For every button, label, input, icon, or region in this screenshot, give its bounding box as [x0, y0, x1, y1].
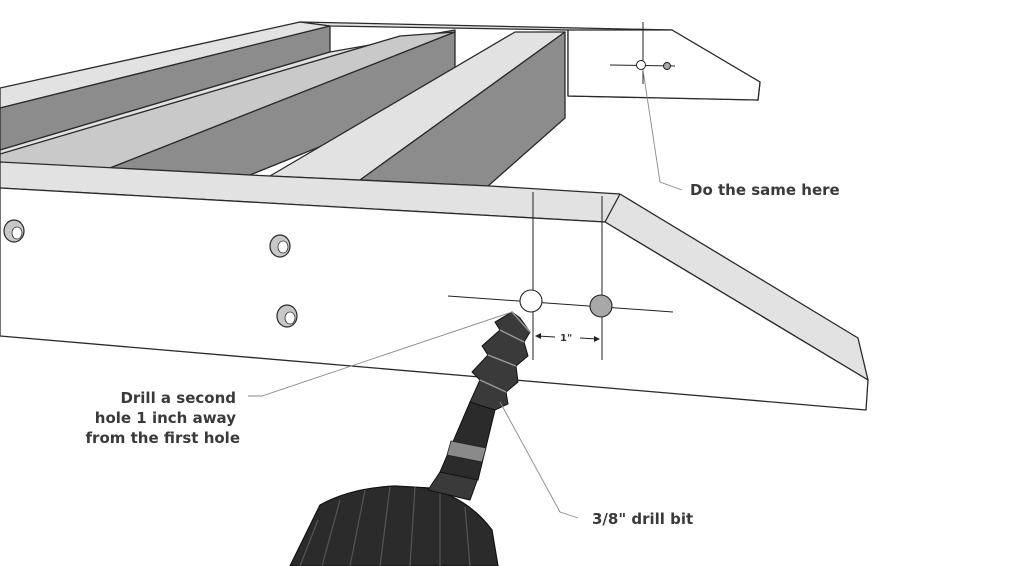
screw-hole	[269, 234, 291, 258]
screw-hole	[3, 219, 25, 243]
slats	[0, 21, 566, 187]
drill-bit-shank	[439, 401, 496, 481]
dimension-label: 1"	[560, 333, 572, 344]
drill-bit	[469, 311, 531, 411]
existing-screw-holes	[3, 219, 298, 328]
callout-second-hole: Drill a second hole 1 inch away from the…	[86, 389, 240, 447]
front-rail	[0, 161, 869, 411]
callout-same-here: Do the same here	[690, 181, 840, 199]
dimension-1-inch: 1"	[535, 333, 600, 344]
first-hole	[519, 289, 543, 313]
callout-second-hole-line2: hole 1 inch away	[95, 409, 236, 427]
drill	[289, 311, 531, 566]
leader-lines	[248, 69, 683, 519]
callout-second-hole-line3: from the first hole	[86, 429, 240, 447]
drill-bit-band	[446, 440, 487, 463]
front-rail-hole-marks	[447, 192, 674, 360]
second-hole	[589, 294, 613, 318]
far-rail-hole-marks	[609, 22, 676, 84]
callout-drill-bit: 3/8" drill bit	[592, 510, 693, 528]
screw-hole	[276, 304, 298, 328]
callout-second-hole-line1: Drill a second	[120, 389, 236, 407]
